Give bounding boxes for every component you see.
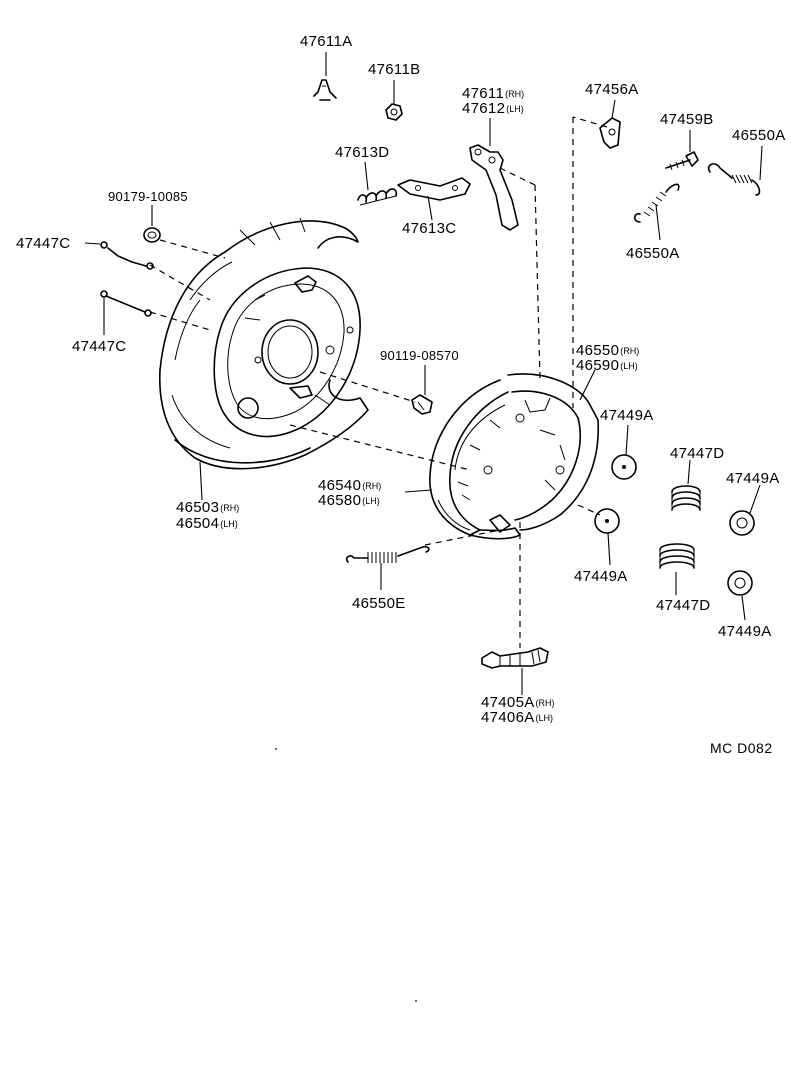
part-label-47612[interactable]: 47612(LH) xyxy=(462,100,524,117)
part-label-90119-08570[interactable]: 90119-08570 xyxy=(380,348,459,363)
washer-47449A-d xyxy=(727,570,753,596)
spring-46550A-right xyxy=(707,163,761,196)
part-label-47613C[interactable]: 47613C xyxy=(402,220,457,237)
part-label-46580[interactable]: 46580(LH) xyxy=(318,492,380,509)
part-label-46550E[interactable]: 46550E xyxy=(352,595,406,612)
lever-47611 xyxy=(469,144,519,231)
leader-lines xyxy=(84,52,763,695)
part-label-47449A-d[interactable]: 47449A xyxy=(718,623,772,640)
washer-47449A-c xyxy=(594,508,620,534)
part-label-47449A-c[interactable]: 47449A xyxy=(574,568,628,585)
part-label-90179-10085[interactable]: 90179-10085 xyxy=(108,189,188,204)
brake-shoe-assembly xyxy=(429,373,600,540)
part-label-47611A[interactable]: 47611A xyxy=(300,33,353,50)
spring-46550A-mid xyxy=(633,183,680,223)
part-label-46540[interactable]: 46540(RH) xyxy=(318,477,382,494)
backing-plate xyxy=(159,217,369,470)
plate-47456A xyxy=(599,117,621,149)
part-label-46504[interactable]: 46504(LH) xyxy=(176,515,238,532)
part-label-47456A[interactable]: 47456A xyxy=(585,81,639,98)
adjuster-47405A xyxy=(481,647,549,669)
part-label-47449A-b[interactable]: 47449A xyxy=(726,470,780,487)
part-label-47447D-b[interactable]: 47447D xyxy=(656,597,711,614)
washer-47449A-a xyxy=(611,454,637,480)
part-label-47447C-top[interactable]: 47447C xyxy=(16,235,71,252)
part-label-47406A[interactable]: 47406A(LH) xyxy=(481,709,554,726)
part-label-46550A-mid[interactable]: 46550A xyxy=(626,245,680,262)
speck xyxy=(275,748,277,750)
part-label-47459B[interactable]: 47459B xyxy=(660,111,714,128)
part-label-47447D-a[interactable]: 47447D xyxy=(670,445,725,462)
cable-47447C-top xyxy=(100,241,154,270)
nut-47611B xyxy=(385,103,403,121)
part-label-47611[interactable]: 47611(RH) xyxy=(462,85,525,102)
grommet-90179 xyxy=(143,227,161,243)
part-label-47613D[interactable]: 47613D xyxy=(335,144,390,161)
part-label-46550A-right[interactable]: 46550A xyxy=(732,127,786,144)
assembly-lines xyxy=(149,116,608,648)
clip-47611A xyxy=(313,79,337,101)
part-label-47447C-bottom[interactable]: 47447C xyxy=(72,338,127,355)
washer-47449A-b xyxy=(729,510,755,536)
part-label-47611B[interactable]: 47611B xyxy=(368,61,421,78)
coil-spring-47447D-a xyxy=(671,485,701,511)
part-label-46590[interactable]: 46590(LH) xyxy=(576,357,638,374)
part-label-47449A-a[interactable]: 47449A xyxy=(600,407,654,424)
diagram-code: MC D082 xyxy=(710,740,773,756)
part-label-46550[interactable]: 46550(RH) xyxy=(576,342,640,359)
speck xyxy=(415,1000,417,1002)
part-label-46503[interactable]: 46503(RH) xyxy=(176,499,240,516)
part-label-47405A[interactable]: 47405A(RH) xyxy=(481,694,555,711)
coil-spring-47447D-b xyxy=(659,543,695,569)
bolt-90119 xyxy=(411,394,433,415)
pin-47459B xyxy=(665,151,699,171)
strut-47613C xyxy=(397,177,471,201)
spring-46550E xyxy=(345,545,430,563)
cable-47447C-bottom xyxy=(100,290,152,317)
springs-47613D xyxy=(357,188,398,206)
